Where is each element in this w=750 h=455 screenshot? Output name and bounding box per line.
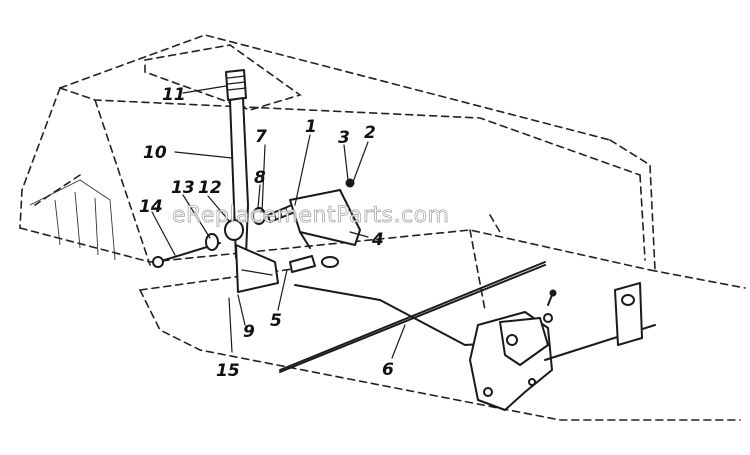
body-outline (19, 34, 746, 421)
callout-2: 2 (364, 123, 376, 143)
watermark-text: eReplacementParts.com (172, 203, 449, 228)
lever-knob (225, 69, 247, 101)
callout-11: 11 (162, 85, 186, 105)
callout-12: 12 (198, 178, 222, 198)
callout-7: 7 (255, 127, 267, 147)
callout-labels: 11 10 7 1 3 2 8 13 12 14 4 5 9 15 6 (139, 85, 394, 381)
callout-14: 14 (139, 197, 163, 217)
callout-5: 5 (270, 311, 282, 331)
leader-lines (151, 85, 406, 359)
lever-quadrant (235, 244, 279, 293)
callout-4: 4 (371, 230, 384, 250)
callout-10: 10 (143, 143, 167, 163)
shift-lever (225, 69, 279, 293)
bushing-12 (224, 219, 244, 241)
pivot-hardware (152, 204, 296, 268)
washer-13 (205, 233, 219, 251)
bracket (289, 178, 361, 273)
callout-3: 3 (338, 128, 350, 148)
callout-1: 1 (305, 117, 317, 137)
callout-15: 15 (216, 361, 240, 381)
clip-2 (345, 178, 355, 188)
callout-6: 6 (382, 360, 394, 380)
callout-9: 9 (243, 322, 255, 342)
callout-13: 13 (171, 178, 195, 198)
callout-8: 8 (254, 168, 266, 188)
transmission-plate (469, 282, 656, 411)
